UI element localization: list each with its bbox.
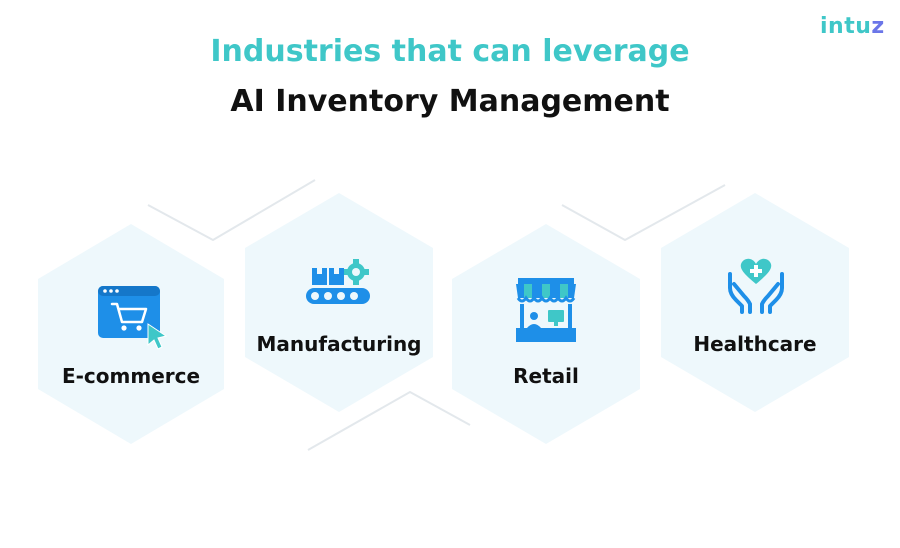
conveyor-gear-icon <box>306 259 370 304</box>
title-line-2: AI Inventory Management <box>230 84 670 119</box>
shopping-cart-browser-icon <box>98 286 168 350</box>
connector-line <box>147 179 316 242</box>
industry-label-manufacturing: Manufacturing <box>256 332 422 356</box>
title-line-1: Industries that can leverage <box>210 34 690 69</box>
connector-line <box>307 390 471 451</box>
hexagon-healthcare <box>661 193 849 412</box>
intuz-logo: intuz <box>820 14 885 39</box>
logo-tail: z <box>871 14 885 39</box>
industry-label-healthcare: Healthcare <box>693 332 817 356</box>
connector-line <box>561 184 726 242</box>
industry-label-retail: Retail <box>513 364 579 388</box>
heart-hands-icon <box>728 258 784 314</box>
industry-label-ecommerce: E-commerce <box>61 364 201 388</box>
storefront-icon <box>516 278 576 342</box>
logo-main: intu <box>820 14 872 39</box>
